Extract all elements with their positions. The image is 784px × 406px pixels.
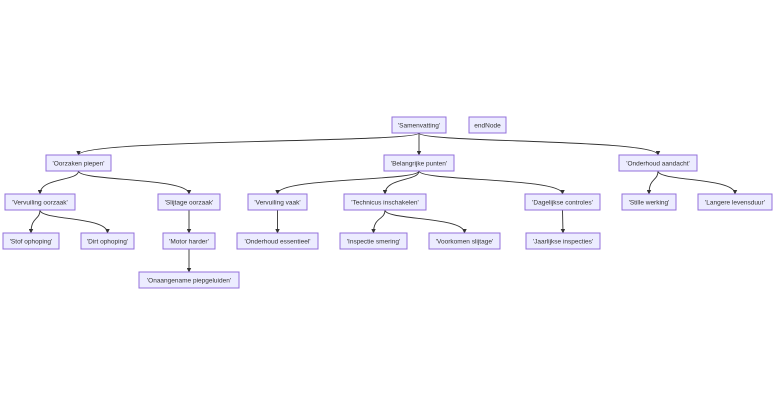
node-label: 'Langere levensduur' <box>705 199 765 206</box>
node-motor: 'Motor harder' <box>162 232 216 250</box>
edge-oorzaken-to-slijtage_oorzaak <box>78 170 192 195</box>
node-dagelijkse: 'Dagelijkse controles' <box>524 193 601 211</box>
node-box <box>339 232 408 250</box>
node-langere: 'Langere levensduur' <box>697 193 773 211</box>
node-label: 'Vervuiling oorzaak' <box>12 199 68 206</box>
node-label: 'Inspectie smering' <box>347 238 400 245</box>
edge-samenvatting-to-onderhoud_aandacht <box>418 132 661 156</box>
node-box <box>138 271 240 289</box>
node-box <box>236 232 319 250</box>
node-label: 'Slijtage oorzaak' <box>165 199 214 206</box>
node-box <box>4 193 76 211</box>
edge-belangrijke-to-dagelijkse <box>418 170 565 195</box>
edge-technicus-to-voorkomen <box>384 209 467 234</box>
edge-vervuiling_oorzaak-to-stof <box>28 209 41 234</box>
node-label: 'Onderhoud aandacht' <box>626 160 690 167</box>
node-box <box>2 232 60 250</box>
node-inspectie_smering: 'Inspectie smering' <box>339 232 408 250</box>
node-label: 'Technicus inschakelen' <box>351 199 419 206</box>
node-label: 'Belangrijke punten' <box>391 160 447 167</box>
node-box <box>383 154 455 172</box>
edge-oorzaken-to-vervuiling_oorzaak <box>37 170 79 195</box>
node-label: 'Onaangename piepgeluiden' <box>147 277 231 284</box>
node-label: 'Samenvatting' <box>398 122 440 129</box>
node-onderhoud_aandacht: 'Onderhoud aandacht' <box>618 154 698 172</box>
edge-dagelijkse-to-jaarlijkse <box>560 209 566 234</box>
node-label: 'Motor harder' <box>169 238 209 245</box>
node-voorkomen: 'Voorkomen slijtage' <box>428 232 501 250</box>
node-box <box>524 193 601 211</box>
node-label: 'Stof ophoping' <box>10 238 53 245</box>
node-label: endNode <box>474 122 501 129</box>
node-samenvatting: 'Samenvatting' <box>391 116 447 134</box>
node-vervuiling_oorzaak: 'Vervuiling oorzaak' <box>4 193 76 211</box>
node-label: 'Jaarlijkse inspecties' <box>533 238 593 245</box>
node-stof: 'Stof ophoping' <box>2 232 60 250</box>
node-box <box>428 232 501 250</box>
node-label: 'Oorzaken piepen' <box>53 160 105 167</box>
node-technicus: 'Technicus inschakelen' <box>343 193 427 211</box>
node-box <box>247 193 308 211</box>
edge-samenvatting-to-oorzaken <box>76 132 420 156</box>
edge-belangrijke-to-technicus <box>382 170 420 195</box>
node-jaarlijkse: 'Jaarlijkse inspecties' <box>525 232 601 250</box>
node-box <box>468 116 507 134</box>
nodes-layer: 'Samenvatting' endNode 'Oorzaken piepen' 'B… <box>2 116 773 289</box>
edge-belangrijke-to-vervuiling_vaak <box>275 170 420 195</box>
node-label: 'Onderhoud essentieel' <box>244 238 310 245</box>
edge-onderhoud_aandacht-to-stille <box>646 170 659 195</box>
node-box <box>697 193 773 211</box>
node-label: 'Stille werking' <box>629 199 670 206</box>
node-box <box>525 232 601 250</box>
edges-layer <box>28 132 738 273</box>
node-box <box>157 193 221 211</box>
edge-technicus-to-inspectie_smering <box>371 209 386 234</box>
node-box <box>343 193 427 211</box>
node-box <box>621 193 677 211</box>
node-dirt: 'Dirt ophoping' <box>80 232 135 250</box>
node-box <box>45 154 112 172</box>
node-box <box>80 232 135 250</box>
edge-onderhoud_aandacht-to-langere <box>657 170 738 195</box>
node-stille: 'Stille werking' <box>621 193 677 211</box>
node-onderhoud_essentieel: 'Onderhoud essentieel' <box>236 232 319 250</box>
node-belangrijke: 'Belangrijke punten' <box>383 154 455 172</box>
node-label: 'Dirt ophoping' <box>87 238 128 245</box>
node-label: 'Voorkomen slijtage' <box>436 238 493 245</box>
node-onaangename: 'Onaangename piepgeluiden' <box>138 271 240 289</box>
node-label: 'Dagelijkse controles' <box>532 199 593 206</box>
node-box <box>162 232 216 250</box>
node-slijtage_oorzaak: 'Slijtage oorzaak' <box>157 193 221 211</box>
node-label: 'Vervuiling vaak' <box>254 199 300 206</box>
node-box <box>618 154 698 172</box>
node-endnode: endNode <box>468 116 507 134</box>
edge-vervuiling_oorzaak-to-dirt <box>39 209 110 234</box>
node-box <box>391 116 447 134</box>
node-oorzaken: 'Oorzaken piepen' <box>45 154 112 172</box>
node-vervuiling_vaak: 'Vervuiling vaak' <box>247 193 308 211</box>
